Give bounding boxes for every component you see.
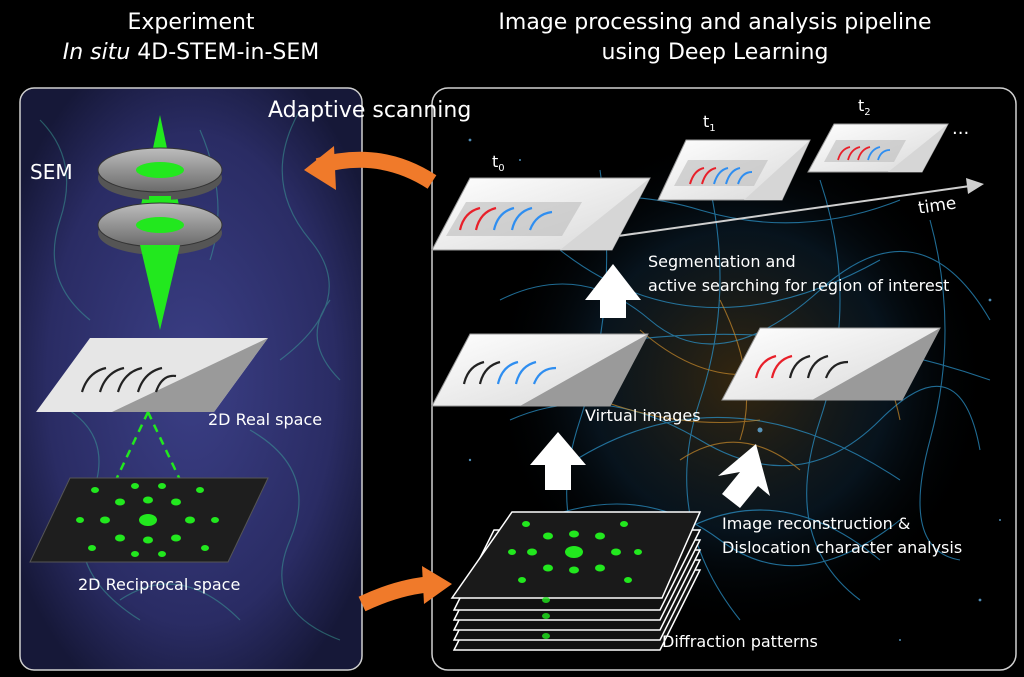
segmentation-line2: active searching for region of interest (648, 276, 950, 295)
sequence-ellipsis: ... (952, 118, 970, 139)
segmented-image-t0 (431, 177, 651, 251)
reciprocal-space-pattern (29, 477, 269, 563)
left-title-rest: 4D-STEM-in-SEM (130, 40, 320, 65)
t2-label: t2 (858, 96, 871, 119)
segmentation-label: Segmentation and active searching for re… (648, 250, 949, 298)
time-arrow (617, 178, 984, 237)
reconstruction-label: Image reconstruction & Dislocation chara… (722, 512, 962, 560)
real-space-dislocations (80, 366, 177, 393)
t1-label: t1 (703, 112, 716, 135)
virtual-image-1 (431, 333, 649, 407)
t0-label: t0 (492, 152, 505, 175)
magnetic-lens-ring-bottom (97, 202, 223, 255)
diffraction-patterns-label: Diffraction patterns (662, 632, 818, 651)
right-title-line1: Image processing and analysis pipeline (498, 10, 932, 35)
left-title-line1: Experiment (127, 10, 255, 35)
arrow-up-segmentation (585, 264, 641, 318)
segmented-image-t2 (807, 123, 949, 173)
segmented-image-t1 (657, 139, 811, 201)
real-space-label: 2D Real space (208, 410, 323, 429)
right-panel-title: Image processing and analysis pipeline u… (470, 8, 960, 68)
left-panel-title: Experiment In situ 4D-STEM-in-SEM (20, 8, 362, 68)
reciprocal-spots (76, 483, 219, 557)
left-title-line2: In situ 4D-STEM-in-SEM (20, 38, 362, 68)
reconstruction-line2: Dislocation character analysis (722, 538, 963, 557)
left-title-italic: In situ (62, 40, 131, 65)
arrow-up-virtual-left (530, 432, 586, 490)
adaptive-scanning-label: Adaptive scanning (268, 98, 472, 123)
orange-arrows (304, 146, 452, 612)
real-space-sample (36, 338, 268, 412)
diffraction-pattern-stack (450, 511, 702, 651)
diffraction-spots (508, 521, 642, 639)
magnetic-lens-ring-top (97, 147, 223, 200)
segmentation-line1: Segmentation and (648, 252, 796, 271)
flow-arrows-white (530, 264, 770, 508)
virtual-image-2 (721, 327, 941, 401)
right-title-line2: using Deep Learning (601, 40, 829, 65)
virtual-images-label: Virtual images (585, 406, 701, 425)
reciprocal-space-label: 2D Reciprocal space (78, 575, 241, 594)
reconstruction-line1: Image reconstruction & (722, 514, 911, 533)
beam-cone-bottom (140, 245, 180, 330)
sem-label: SEM (30, 160, 73, 184)
arrow-up-virtual-right (718, 444, 770, 508)
